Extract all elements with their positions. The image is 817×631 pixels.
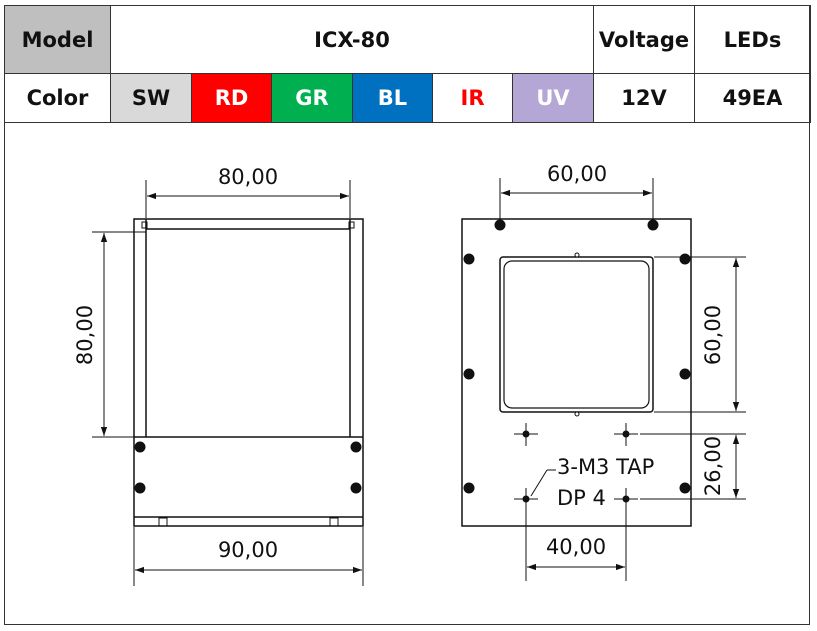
side-dim-bottom-label: 90,00	[218, 538, 278, 562]
screw-hole	[679, 368, 691, 380]
front-dim-window-height	[654, 256, 746, 413]
color-bl: BL	[352, 73, 433, 123]
side-dim-top-label: 80,00	[218, 165, 278, 189]
screw-hole	[463, 482, 475, 494]
screw-hole	[463, 368, 475, 380]
screw-hole	[350, 441, 362, 453]
spec-table: Model ICX-80 Voltage LEDs Color SW RD GR…	[4, 5, 811, 123]
front-dim-top-label: 60,00	[547, 162, 607, 186]
color-gr: GR	[271, 73, 353, 123]
tap-hole	[622, 430, 630, 438]
color-label: Color	[4, 73, 111, 123]
front-dim-top	[499, 178, 654, 222]
tap-holes	[514, 423, 638, 511]
side-view-screws	[134, 441, 362, 494]
side-dim-bottom	[133, 527, 364, 586]
front-dim-window-height-label: 60,00	[701, 305, 725, 365]
side-view-body	[133, 218, 364, 527]
front-dim-tap-spacing	[525, 511, 627, 581]
screw-hole	[134, 482, 146, 494]
front-view-window-inner	[503, 260, 650, 409]
front-view	[461, 218, 692, 527]
tap-note-line2: DP 4	[557, 486, 606, 510]
window-marker-bottom	[574, 411, 580, 417]
side-view-foot-right	[329, 517, 339, 527]
window-marker-top	[574, 252, 580, 258]
side-view-notch-right	[348, 221, 355, 229]
side-dim-height-label: 80,00	[73, 305, 97, 365]
voltage-label: Voltage	[593, 5, 695, 74]
side-dim-top	[145, 180, 351, 218]
color-rd: RD	[191, 73, 272, 123]
color-ir: IR	[432, 73, 513, 123]
color-sw: SW	[110, 73, 192, 123]
tap-hole	[522, 495, 530, 503]
front-view-body	[461, 218, 692, 527]
screw-hole	[134, 441, 146, 453]
side-dim-height	[92, 231, 146, 438]
front-dim-tap-offset	[640, 433, 746, 500]
front-dim-tap-offset-label: 26,00	[701, 436, 725, 496]
leds-label: LEDs	[694, 5, 811, 74]
side-view-notch-left	[141, 221, 148, 229]
side-view-foot-left	[158, 517, 168, 527]
side-view	[133, 218, 364, 527]
tap-hole	[622, 495, 630, 503]
tap-note-line1: 3-M3 TAP	[557, 455, 654, 479]
tap-note-leader	[530, 469, 556, 497]
front-view-window-outer	[499, 256, 654, 413]
screw-hole	[679, 482, 691, 494]
voltage-value: 12V	[593, 73, 695, 123]
screw-hole	[350, 482, 362, 494]
screw-hole	[679, 253, 691, 265]
front-dim-tap-spacing-label: 40,00	[546, 535, 606, 559]
leds-value: 49EA	[694, 73, 811, 123]
tap-hole	[522, 430, 530, 438]
screw-hole	[463, 253, 475, 265]
